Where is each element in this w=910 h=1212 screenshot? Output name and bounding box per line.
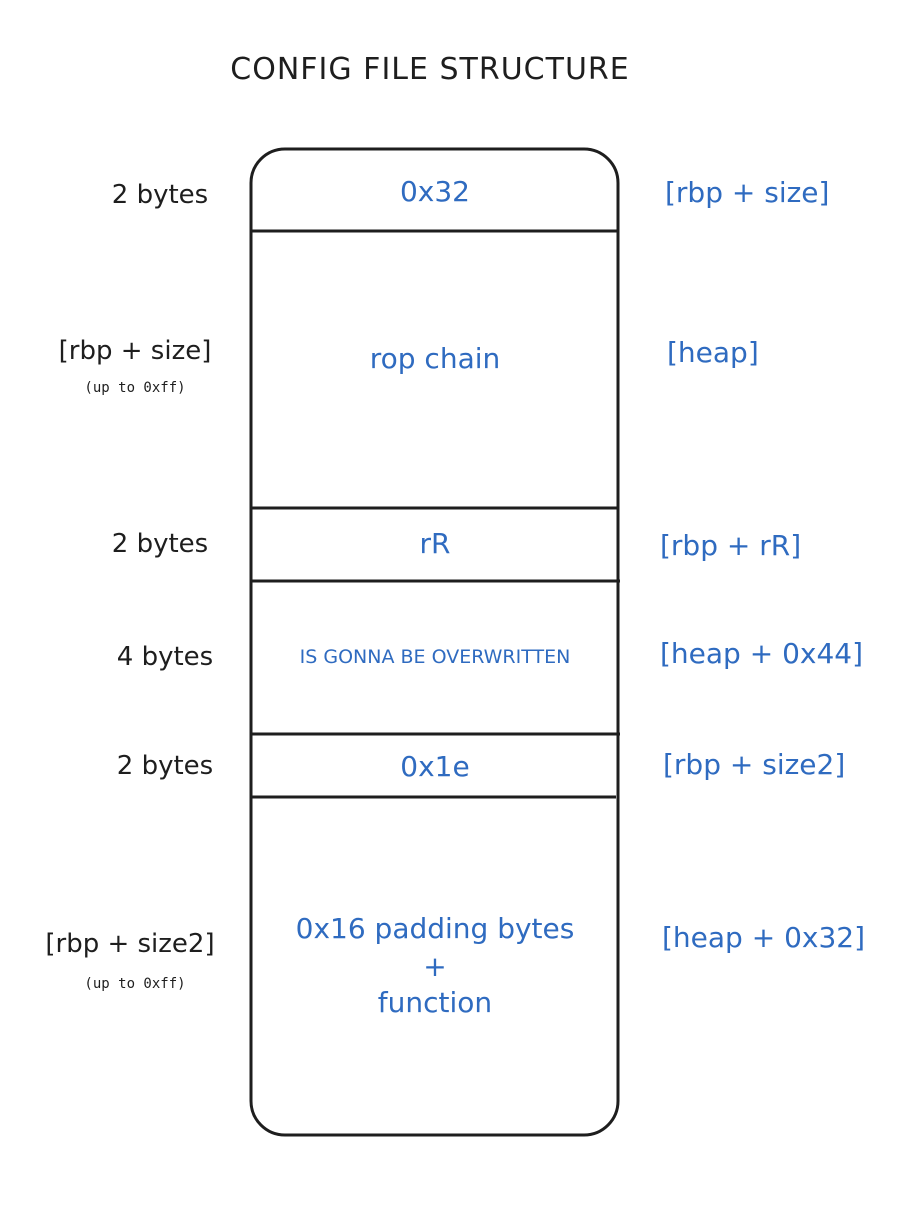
segment-size-note: (up to 0xff) — [84, 976, 186, 992]
segment-location-label: [rbp + size] — [665, 176, 830, 209]
segment-location-label: [heap + 0x32] — [662, 921, 866, 954]
segment-content: 0x32 — [399, 175, 470, 208]
segment-content: IS GONNA BE OVERWRITTEN — [299, 646, 571, 668]
segment-content: + — [423, 950, 447, 983]
segment-location-label: [rbp + size2] — [663, 748, 846, 781]
segment-size-label: 2 bytes — [111, 180, 209, 210]
segment-content: 0x16 padding bytes — [295, 912, 575, 945]
diagram-title: CONFIG FILE STRUCTURE — [230, 52, 630, 87]
segment-size-label: [rbp + size] — [58, 336, 212, 366]
structure-outline — [249, 147, 620, 1137]
segment-size-label: 4 bytes — [116, 642, 214, 672]
segment-content: 0x1e — [400, 750, 470, 783]
segment-location-label: [heap] — [667, 336, 759, 369]
segment-size-label: 2 bytes — [111, 529, 209, 559]
segment-location-label: [rbp + rR] — [660, 529, 802, 562]
segment-content: function — [377, 986, 493, 1019]
segment-location-label: [heap + 0x44] — [660, 637, 864, 670]
segment-size-label: [rbp + size2] — [45, 929, 215, 959]
segment-content: rR — [419, 527, 451, 560]
segment-size-label: 2 bytes — [116, 751, 214, 781]
segment-content: rop chain — [369, 342, 501, 375]
segment-size-note: (up to 0xff) — [84, 380, 186, 396]
